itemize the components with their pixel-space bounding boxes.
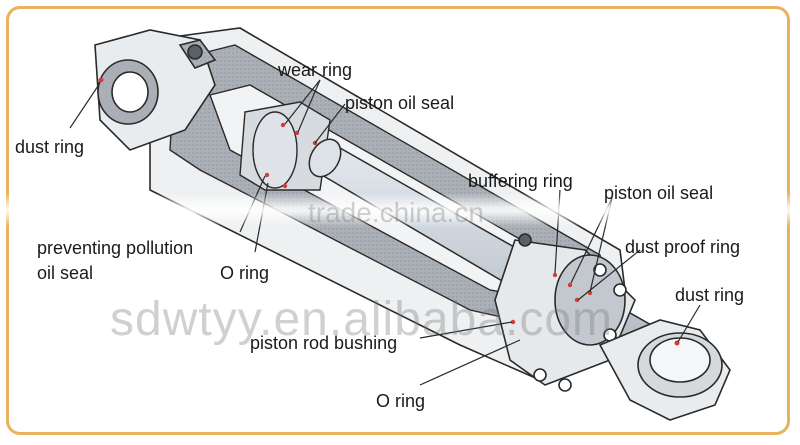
left-end-cap bbox=[94, 29, 217, 151]
label-dust-ring-right: dust ring bbox=[675, 285, 745, 305]
watermark-alibaba: sdwtyy.en.alibaba.com bbox=[110, 293, 614, 346]
piston-head bbox=[239, 101, 331, 191]
label-preventing-pollution-line2: oil seal bbox=[37, 263, 94, 283]
label-dust-ring-left: dust ring bbox=[15, 137, 85, 157]
label-dust-proof-ring: dust proof ring bbox=[625, 237, 741, 257]
label-piston-oil-seal-2: piston oil seal bbox=[604, 183, 714, 203]
right-gland bbox=[494, 233, 636, 392]
label-o-ring-2: O ring bbox=[376, 391, 426, 411]
label-o-ring-1: O ring bbox=[220, 263, 270, 283]
label-piston-rod-bushing: piston rod bushing bbox=[250, 333, 398, 353]
label-preventing-pollution-line1: preventing pollution bbox=[37, 238, 194, 258]
label-buffering-ring: buffering ring bbox=[468, 171, 573, 191]
watermark-trade: trade.china.cn bbox=[308, 197, 484, 228]
label-wear-ring: wear ring bbox=[278, 60, 353, 80]
rod-eye bbox=[598, 319, 731, 421]
watermark-band bbox=[0, 193, 800, 227]
label-piston-oil-seal-1: piston oil seal bbox=[345, 93, 455, 113]
